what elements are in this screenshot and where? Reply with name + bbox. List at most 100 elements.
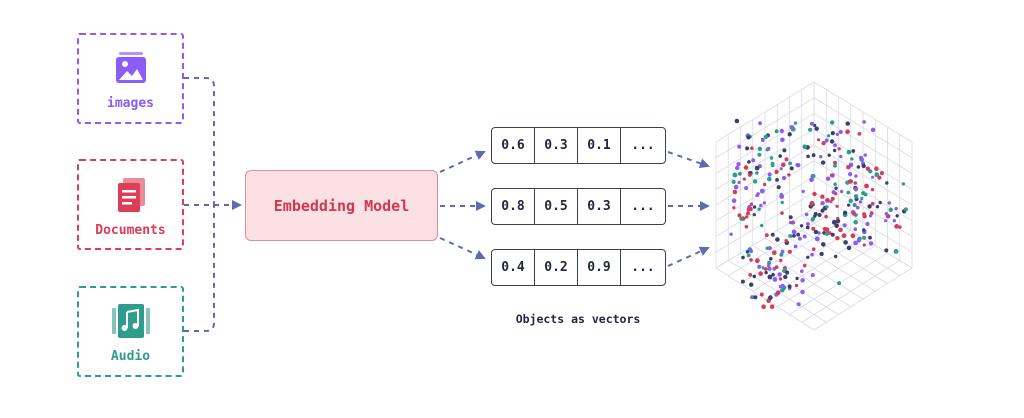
vector-point <box>809 200 815 206</box>
vector-point <box>825 205 829 209</box>
vector-point <box>782 175 787 181</box>
vector-point <box>755 193 759 198</box>
vector-point <box>832 148 837 153</box>
vector-point <box>887 201 891 205</box>
vector-point <box>732 206 736 210</box>
vector-point <box>769 257 773 261</box>
vector-point <box>845 129 850 134</box>
vector-point <box>731 198 737 203</box>
vector-point <box>746 253 751 258</box>
vector-point <box>778 154 782 158</box>
vector-point <box>755 258 760 264</box>
vector-point <box>843 210 848 215</box>
vector-point <box>784 157 789 162</box>
vector-point <box>769 156 774 160</box>
vector-point <box>846 149 852 155</box>
source-box-documents: Documents <box>77 159 184 250</box>
source-label-documents: Documents <box>95 223 166 238</box>
vector-point <box>870 201 875 206</box>
vectors-caption: Objects as vectors <box>515 312 641 326</box>
vector-point <box>820 194 825 199</box>
vector-point <box>758 271 763 276</box>
vector-point <box>806 154 810 159</box>
vector-point <box>835 132 839 136</box>
vector-point <box>787 284 792 289</box>
vector-point <box>783 274 788 280</box>
vector-point <box>819 155 823 159</box>
vector-point <box>853 227 858 231</box>
vector-point <box>833 163 837 168</box>
arrow-vector-1-to-space <box>667 151 710 169</box>
vector-cell: ... <box>631 138 655 153</box>
vector-point <box>768 295 773 300</box>
vector-point <box>737 213 742 218</box>
vector-point <box>829 200 833 204</box>
vector-point <box>839 154 843 159</box>
vector-point <box>855 205 860 210</box>
vector-point <box>847 203 851 207</box>
vector-point <box>845 121 850 126</box>
vector-point <box>745 250 750 254</box>
vector-point <box>782 268 786 273</box>
vector-point <box>774 129 779 134</box>
vector-point <box>774 169 779 174</box>
connector-images <box>184 77 215 205</box>
image-icon <box>115 52 146 83</box>
vector-point <box>878 200 882 205</box>
vector-point <box>788 161 792 166</box>
vector-point <box>884 248 889 253</box>
vector-point <box>760 223 764 228</box>
vector-point <box>762 201 767 205</box>
vector-cell: ... <box>631 260 655 275</box>
vector-point <box>737 144 742 149</box>
vector-point <box>903 207 908 212</box>
vector-point <box>744 186 749 191</box>
vector-point <box>791 220 796 225</box>
vector-point <box>806 222 810 226</box>
cube-grid-line <box>801 215 900 277</box>
vector-point <box>757 152 762 157</box>
vector-point <box>787 173 791 177</box>
vector-point <box>817 231 821 235</box>
vector-point <box>771 250 777 256</box>
vector-point <box>862 243 866 247</box>
vector-point <box>791 229 797 235</box>
vector-point <box>767 176 772 182</box>
vector-point <box>813 212 818 216</box>
embedding-model-box: Embedding Model <box>245 170 438 241</box>
source-box-images: images <box>77 33 184 124</box>
vector-row-1: 0.6 0.3 0.1 ... <box>491 127 666 164</box>
vector-point <box>856 238 861 243</box>
vector-point <box>743 165 749 170</box>
cube-grid-line <box>715 144 815 206</box>
vector-point <box>830 232 835 237</box>
vector-point <box>892 219 896 223</box>
vector-point <box>871 175 875 179</box>
vector-point <box>810 273 815 278</box>
vector-point <box>848 162 854 168</box>
vector-point <box>761 138 765 142</box>
vector-point <box>750 295 755 300</box>
vector-point <box>860 196 864 201</box>
vector-point <box>754 165 760 171</box>
vector-point <box>874 166 879 171</box>
vector-point <box>813 123 817 128</box>
vector-point <box>874 172 880 178</box>
vector-point <box>729 232 733 236</box>
vector-point <box>752 274 757 279</box>
vector-cell: 0.4 <box>492 250 535 285</box>
vector-point <box>821 141 826 146</box>
vector-point <box>748 273 753 277</box>
vector-point <box>853 181 858 185</box>
vector-point <box>749 202 754 206</box>
vector-point <box>770 161 775 166</box>
vector-point <box>744 224 749 229</box>
vector-point <box>894 206 898 211</box>
cube-grid-line <box>777 230 876 292</box>
vector-point <box>856 165 861 169</box>
vector-point <box>780 211 784 215</box>
vector-point <box>825 198 830 203</box>
vector-point <box>767 266 772 271</box>
vector-point <box>814 236 820 242</box>
vector-point <box>759 188 765 194</box>
